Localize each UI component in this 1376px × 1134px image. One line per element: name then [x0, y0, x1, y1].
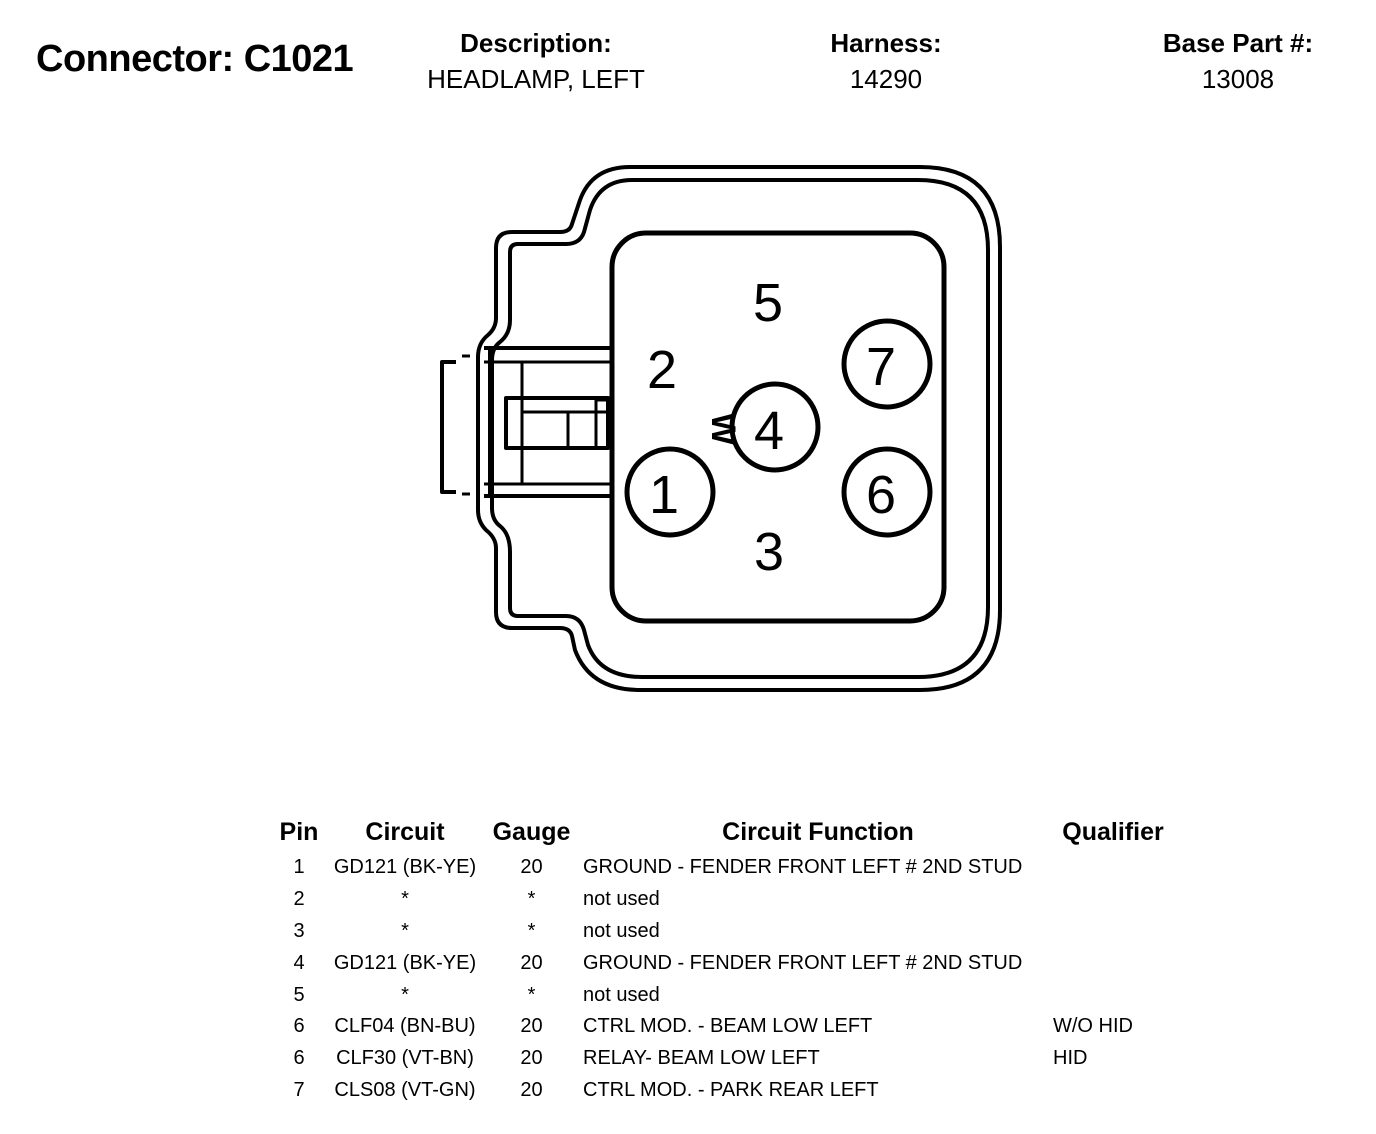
description-label: Description: [460, 28, 612, 58]
table-row: 4 GD121 (BK-YE) 20 GROUND - FENDER FRONT… [268, 947, 1173, 979]
row-gauge: 20 [520, 856, 543, 879]
row-qualifier [1053, 947, 1173, 979]
row-pin: 7 [293, 1078, 305, 1101]
row-function: GROUND - FENDER FRONT LEFT # 2ND STUD [583, 951, 1023, 974]
row-pin: 6 [293, 1015, 305, 1038]
table-row: 6 CLF30 (VT-BN) 20 RELAY- BEAM LOW LEFT … [268, 1043, 1173, 1075]
row-circuit: GD121 (BK-YE) [333, 856, 477, 879]
side-mark-w: W [704, 413, 742, 446]
housing-outer-outline [476, 165, 1002, 692]
base-part-value: 13008 [1201, 64, 1275, 94]
row-pin: 6 [293, 1047, 305, 1070]
row-qualifier [1053, 884, 1173, 916]
housing-inner-outline [490, 178, 990, 679]
row-function: not used [583, 983, 660, 1006]
row-circuit: * [401, 919, 409, 942]
row-pin: 1 [293, 856, 305, 879]
pin-table-header-row: Pin Circuit Gauge Circuit Function Quali… [268, 812, 1173, 852]
row-pin: 5 [293, 983, 305, 1006]
cavity-7-circle [841, 318, 933, 410]
cavity-label-1: 1 [649, 465, 679, 525]
header-circuit: Circuit [365, 817, 445, 846]
row-pin: 2 [293, 888, 305, 911]
row-qualifier: W/O HID [1053, 1015, 1133, 1038]
harness-label: Harness: [830, 28, 942, 58]
row-circuit: CLS08 (VT-GN) [334, 1078, 476, 1101]
harness-value: 14290 [849, 64, 923, 94]
row-gauge: 20 [520, 951, 543, 974]
row-function: CTRL MOD. - PARK REAR LEFT [583, 1078, 879, 1101]
row-function: not used [583, 919, 660, 942]
latch-tab-end [594, 398, 610, 450]
table-row: 1 GD121 (BK-YE) 20 GROUND - FENDER FRONT… [268, 852, 1173, 884]
row-gauge: * [527, 888, 536, 911]
row-circuit: CLF04 (BN-BU) [334, 1015, 476, 1038]
row-circuit: GD121 (BK-YE) [333, 951, 477, 974]
row-qualifier [1053, 979, 1173, 1011]
table-row: 7 CLS08 (VT-GN) 20 CTRL MOD. - PARK REAR… [268, 1075, 1173, 1107]
description-value: HEADLAMP, LEFT [427, 64, 645, 94]
row-pin: 4 [293, 951, 305, 974]
row-gauge: 20 [520, 1078, 543, 1101]
pin-table: Pin Circuit Gauge Circuit Function Quali… [268, 812, 1173, 1106]
row-gauge: 20 [520, 1047, 543, 1070]
row-qualifier [1053, 852, 1173, 884]
row-qualifier: HID [1053, 1047, 1088, 1070]
row-qualifier [1053, 1075, 1173, 1107]
row-function: CTRL MOD. - BEAM LOW LEFT [583, 1015, 873, 1038]
row-circuit: * [401, 983, 409, 1006]
header-pin: Pin [279, 817, 319, 846]
row-gauge: 20 [520, 1015, 543, 1038]
row-function: not used [583, 888, 660, 911]
cavity-label-2: 2 [647, 340, 677, 400]
connector-title: Connector: C1021 [36, 38, 354, 80]
latch-bracket [440, 360, 456, 494]
table-row: 6 CLF04 (BN-BU) 20 CTRL MOD. - BEAM LOW … [268, 1011, 1173, 1043]
row-circuit: * [401, 888, 409, 911]
row-function: RELAY- BEAM LOW LEFT [583, 1047, 820, 1070]
cavity-1-circle [624, 446, 716, 538]
table-row: 3 * * not used [268, 916, 1173, 948]
description-block: Description: HEADLAMP, LEFT [396, 28, 676, 96]
terminal-face [609, 230, 947, 624]
base-part-block: Base Part #: 13008 [1138, 28, 1338, 96]
row-pin: 3 [293, 919, 305, 942]
row-circuit: CLF30 (VT-BN) [336, 1047, 474, 1070]
header-circuit-function: Circuit Function [722, 817, 914, 846]
row-gauge: * [527, 919, 536, 942]
header-qualifier: Qualifier [1062, 817, 1164, 846]
header-gauge: Gauge [492, 817, 571, 846]
harness-block: Harness: 14290 [786, 28, 986, 96]
row-qualifier [1053, 916, 1173, 948]
cavity-label-5: 5 [753, 273, 783, 333]
cavity-4-circle [729, 381, 821, 473]
row-function: GROUND - FENDER FRONT LEFT # 2ND STUD [583, 856, 1023, 879]
cavity-label-3: 3 [754, 522, 784, 582]
table-row: 5 * * not used [268, 979, 1173, 1011]
cavity-label-7: 7 [866, 337, 896, 397]
table-row: 2 * * not used [268, 884, 1173, 916]
cavity-6-circle [841, 446, 933, 538]
base-part-label: Base Part #: [1162, 28, 1314, 58]
cavity-label-6: 6 [866, 465, 896, 525]
cavity-label-4: 4 [754, 401, 784, 461]
row-gauge: * [527, 983, 536, 1006]
